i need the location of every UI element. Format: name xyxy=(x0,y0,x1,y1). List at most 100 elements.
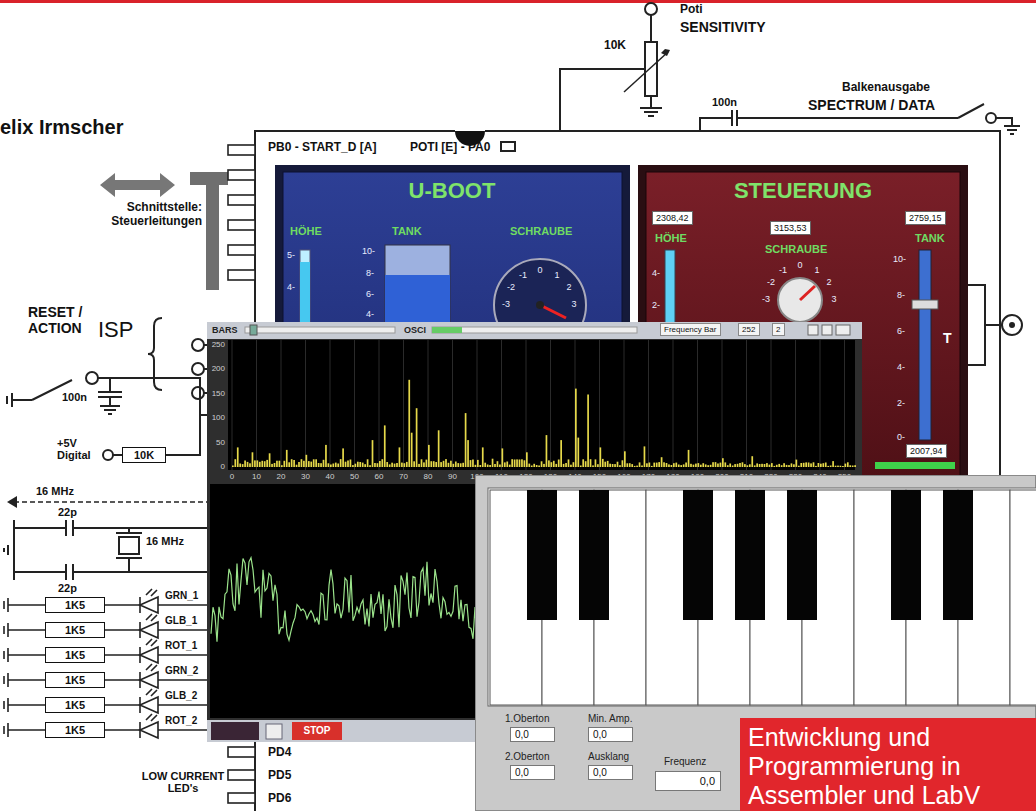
spectrum-bar xyxy=(249,463,251,467)
spectrum-bar xyxy=(475,465,477,467)
label: 4- xyxy=(287,282,295,292)
slider xyxy=(432,327,637,333)
label: -1 xyxy=(519,270,527,280)
pin-stub xyxy=(228,793,255,803)
wire xyxy=(192,387,204,399)
spectrum-bar xyxy=(663,462,665,467)
pin-stub xyxy=(228,145,255,155)
label: PD6 xyxy=(268,791,291,805)
piano-key xyxy=(683,490,713,620)
node-text: Frequency Bar xyxy=(664,325,716,334)
spectrum-bar xyxy=(820,464,822,467)
spectrum-bar xyxy=(489,465,491,467)
spectrum-bar xyxy=(291,459,293,467)
spectrum-bar xyxy=(551,462,553,467)
label: 3 xyxy=(571,299,576,309)
spectrum-bar xyxy=(553,461,555,467)
spectrum-bar xyxy=(742,462,744,467)
label: POTI [E] - PA0 xyxy=(410,140,490,154)
spectrum-window-art xyxy=(844,340,845,470)
spectrum-bar xyxy=(404,463,406,467)
spectrum-bar xyxy=(438,430,440,467)
axis-tick: 150 xyxy=(210,389,225,398)
pin-stub xyxy=(228,170,255,180)
slider xyxy=(919,250,931,440)
piano-key xyxy=(787,490,817,620)
spectrum-bar xyxy=(607,461,609,467)
spectrum-bar xyxy=(724,462,726,467)
spectrum-bar xyxy=(658,462,660,467)
resistor-box: 1K5 xyxy=(45,622,105,638)
spectrum-bar xyxy=(577,438,579,467)
spectrum-bar xyxy=(847,462,849,467)
spectrum-bar xyxy=(693,465,695,467)
spectrum-bar xyxy=(318,463,320,467)
spectrum-window-art xyxy=(305,340,306,470)
spectrum-bar xyxy=(367,459,369,467)
node-text: 0,0 xyxy=(700,775,715,788)
spectrum-bar xyxy=(597,464,599,467)
spectrum-bar xyxy=(783,463,785,467)
control-panel-art xyxy=(800,286,815,300)
resistor-box: 1K5 xyxy=(45,597,105,613)
crystal-symbol xyxy=(119,537,139,554)
label: +5V Digital xyxy=(57,437,101,461)
spectrum-bar xyxy=(543,464,545,467)
spectrum-window-art xyxy=(207,322,862,742)
spectrum-bar xyxy=(786,465,788,467)
number-field: 0,0 xyxy=(510,727,555,742)
isp-brace xyxy=(148,318,162,390)
spectrum-window-art xyxy=(526,340,527,470)
piano-key xyxy=(579,490,609,620)
spectrum-bar xyxy=(430,461,432,467)
spectrum-bar xyxy=(668,464,670,467)
spectrum-bar xyxy=(705,464,707,467)
spectrum-bar xyxy=(320,463,322,467)
spectrum-bar xyxy=(592,465,594,467)
spectrum-bar xyxy=(776,465,778,467)
wire xyxy=(103,450,113,460)
resistor-box: 1K5 xyxy=(45,697,105,713)
node-text: 2 xyxy=(776,325,780,334)
spectrum-bar xyxy=(600,447,602,467)
spectrum-bar xyxy=(335,463,337,467)
spectrum-bar xyxy=(477,460,479,467)
spectrum-bar xyxy=(281,465,283,467)
u-boot-panel-art xyxy=(536,301,544,309)
spectrum-bar xyxy=(629,463,631,467)
spectrum-bar xyxy=(722,458,724,467)
knob xyxy=(778,278,822,322)
spectrum-bar xyxy=(516,459,518,467)
spectrum-bar xyxy=(386,462,388,467)
label: 16 MHz xyxy=(146,535,184,547)
spectrum-bar xyxy=(435,462,437,467)
spectrum-bar xyxy=(283,461,285,467)
spectrum-bar xyxy=(761,464,763,467)
spectrum-bar xyxy=(274,463,276,467)
spectrum-bar xyxy=(413,461,415,467)
spectrum-bar xyxy=(519,460,521,468)
signal-name: GRN_2 xyxy=(165,665,198,676)
spectrum-bar xyxy=(408,380,410,467)
spectrum-bar xyxy=(683,464,685,467)
spectrum-bar xyxy=(310,462,312,467)
spectrum-bar xyxy=(340,459,342,467)
spectrum-bar xyxy=(350,460,352,468)
spectrum-bar xyxy=(729,464,731,468)
led-symbol xyxy=(4,714,228,738)
spectrum-bar xyxy=(678,465,680,468)
capacitor-symbol xyxy=(98,378,122,414)
signal-name: ROT_1 xyxy=(165,640,197,651)
led-symbol xyxy=(140,722,158,738)
spectrum-window-art xyxy=(771,340,772,470)
spectrum-bar xyxy=(698,463,700,467)
axis-tick: 50 xyxy=(210,438,225,447)
spectrum-bar xyxy=(448,463,450,467)
node-text: 0,0 xyxy=(593,729,607,741)
spectrum-bar xyxy=(666,463,668,467)
spectrum-bar xyxy=(732,466,734,468)
spectrum-bar xyxy=(301,459,303,467)
spectrum-window-art xyxy=(250,325,257,335)
spectrum-window-art xyxy=(722,340,723,470)
label: 22p xyxy=(58,582,77,594)
